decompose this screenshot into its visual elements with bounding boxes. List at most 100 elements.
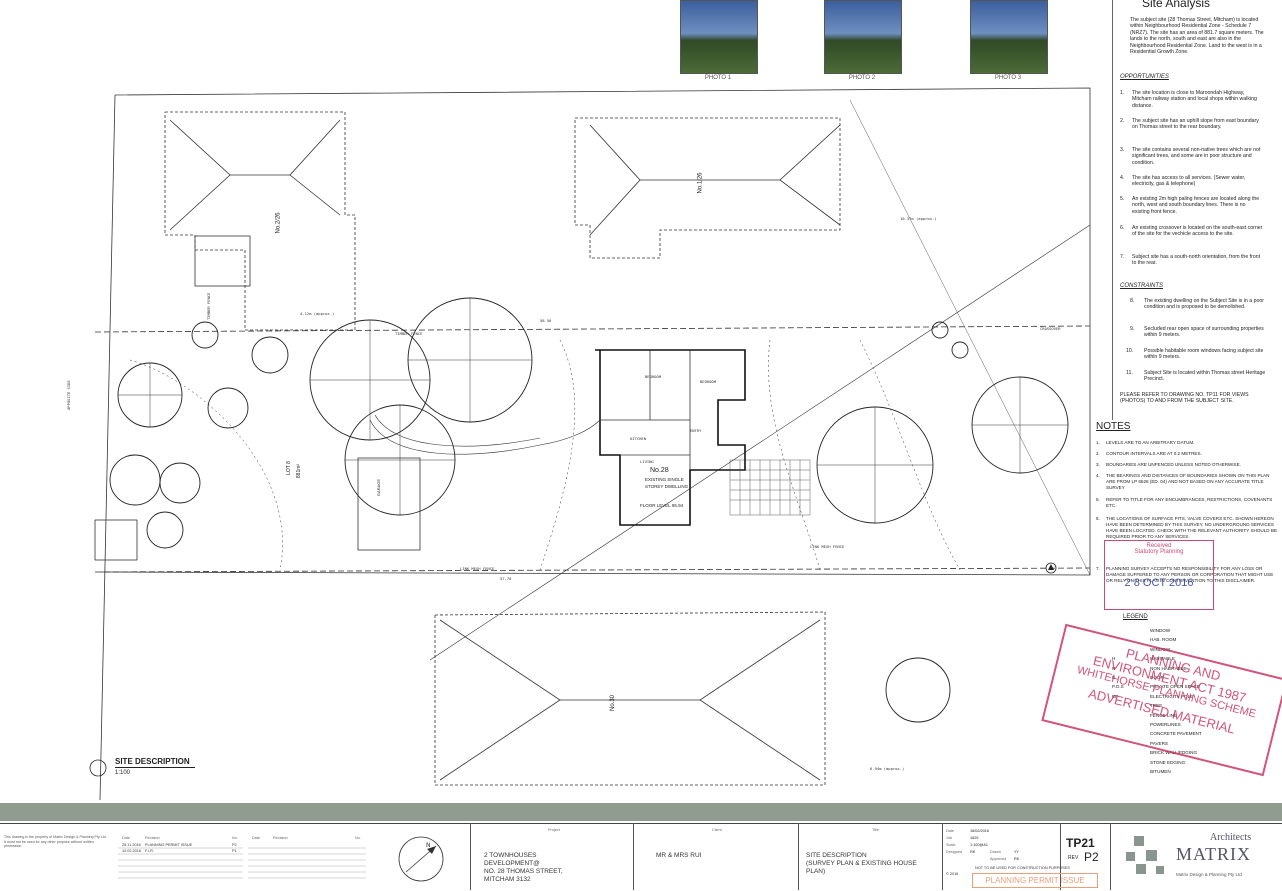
svg-text:58.56: 58.56 xyxy=(540,318,552,323)
note-num-6: 6. xyxy=(1096,516,1100,521)
svg-text:LIVING: LIVING xyxy=(640,459,654,464)
project-line-2: DEVELOPMENT@ xyxy=(484,860,540,867)
south-neighbour-label: No.30 xyxy=(610,694,617,712)
title-label: Title xyxy=(872,828,880,832)
rev-header-no-2: No. xyxy=(355,836,361,840)
meta-label: Date xyxy=(946,829,955,833)
legend-item: Non habitable xyxy=(1150,665,1187,671)
rev-header-no: No. xyxy=(232,836,238,840)
photo-caption-1: PHOTO 1 xyxy=(704,75,732,81)
title-block-divider-1 xyxy=(470,823,471,890)
opp-num-4: 4. xyxy=(1120,175,1125,181)
project-line-4: MITCHAM 3132 xyxy=(484,876,531,883)
note-item-5: Refer to title for any encumbrances, res… xyxy=(1106,497,1273,508)
scan-band xyxy=(0,803,1282,821)
svg-text:KITCHEN: KITCHEN xyxy=(630,436,647,441)
legend-item: Brick wall/edging xyxy=(1150,750,1198,756)
svg-text:TIMBER FENCE: TIMBER FENCE xyxy=(395,331,423,336)
note-num-7: 7. xyxy=(1096,566,1100,571)
con-item-9: Secluded rear open space of surrounding … xyxy=(1144,326,1264,339)
svg-text:LINK MESH FENCE: LINK MESH FENCE xyxy=(460,566,495,571)
title-block xyxy=(0,823,1282,891)
note-num-3: 3. xyxy=(1096,462,1100,467)
legend-item: Habitable xyxy=(1150,656,1175,662)
opp-item-1: The site location is close to Maroondah … xyxy=(1132,90,1257,109)
note-item-3: Boundaries are unfenced unless noted oth… xyxy=(1106,462,1241,467)
site-description-underline xyxy=(115,767,195,768)
legend-symbol: H xyxy=(1112,656,1116,662)
client-name: MR & MRS RUI xyxy=(656,852,702,859)
copyright: © 2016 xyxy=(946,872,959,876)
title-line-1: SITE DESCRIPTION xyxy=(806,852,867,859)
opp-num-6: 6. xyxy=(1120,225,1125,231)
lot-area: 881m² xyxy=(296,463,303,479)
rev-header-revision-2: Revision xyxy=(273,836,288,840)
svg-text:10.37m (approx.): 10.37m (approx.) xyxy=(900,216,937,221)
site-description-title: SITE DESCRIPTION xyxy=(115,757,190,766)
con-item-11: Subject Site is located within Thomas st… xyxy=(1144,370,1266,383)
garage-label: GARAGE xyxy=(376,478,382,497)
note-item-2: Contour intervals are at 0.2 metres. xyxy=(1106,451,1202,456)
note-item-4: The bearings and distances of boundaries… xyxy=(1106,473,1270,490)
rev-1-no: P2 xyxy=(232,843,237,847)
opp-item-4: The site has access to all services. (Se… xyxy=(1132,175,1246,188)
note-num-5: 5. xyxy=(1096,497,1100,502)
house-detail-1: EXISTING SINGLE xyxy=(645,477,684,482)
legend-item: Stone edging xyxy=(1150,759,1186,765)
meta-value: 1625 xyxy=(970,836,979,840)
drawing-number: TP21 xyxy=(1066,836,1095,850)
legend-item: Private open space xyxy=(1150,684,1200,690)
meta-label: Approved xyxy=(990,857,1007,861)
client-label: Client xyxy=(712,828,722,832)
note-num-4: 4. xyxy=(1096,473,1100,478)
con-item-8: The existing dwelling on the Subject Sit… xyxy=(1144,298,1264,311)
svg-text:TIMBER FENCE: TIMBER FENCE xyxy=(206,292,211,320)
opp-item-7: Subject site has a south-north orientati… xyxy=(1132,254,1261,267)
rev-1-text: PLANNING PERMIT ISSUE xyxy=(145,843,193,847)
title-line-3: PLAN) xyxy=(806,868,826,875)
received-stamp: Received Statutory Planning 2 8 OCT 2016 xyxy=(1104,540,1214,610)
meta-value: RK xyxy=(970,850,976,854)
constraints-heading: CONSTRAINTS xyxy=(1120,283,1164,289)
title-block-divider-2 xyxy=(633,823,634,890)
note-item-1: Levels are to an arbitrary datum. xyxy=(1106,440,1195,445)
rev-1-date: 25.11.2016 xyxy=(122,843,141,847)
con-num-10: 10. xyxy=(1126,348,1134,354)
opp-item-2: The subject site has an uphill slope fro… xyxy=(1132,118,1259,131)
con-num-8: 8. xyxy=(1130,298,1135,304)
legend-item: Electricity pole xyxy=(1150,693,1194,699)
notes-title: NOTES xyxy=(1096,421,1131,432)
title-block-divider-3 xyxy=(798,823,799,890)
photo-caption-3: PHOTO 3 xyxy=(994,75,1022,81)
north-arrow-icon: N xyxy=(398,836,444,882)
legend-symbol: N xyxy=(1112,665,1116,671)
site-analysis-intro: The subject site (28 Thomas Street, Mitc… xyxy=(1130,17,1264,56)
svg-text:CROSSOVER: CROSSOVER xyxy=(1040,326,1061,331)
legend-symbol: EP xyxy=(1112,693,1119,699)
survey-plan: TIMBER FENCE 4.12m (approx.) 10.37m (app… xyxy=(66,87,1091,800)
firm-name: MATRIX xyxy=(1176,844,1252,864)
legend-title: LEGEND xyxy=(1123,614,1148,620)
svg-text:LINK MESH FENCE: LINK MESH FENCE xyxy=(810,544,845,549)
rev-header-date: Date xyxy=(122,836,131,840)
title-block-divider-6 xyxy=(1110,823,1111,890)
svg-text:BEDROOM: BEDROOM xyxy=(645,374,662,379)
meta-label: Designed xyxy=(946,850,963,854)
rev-label: REV xyxy=(1068,855,1079,861)
opp-item-5: An existing 2m high paling fences are lo… xyxy=(1132,196,1260,215)
note-item-7: Planning Survey accepts no responsibilit… xyxy=(1106,566,1274,583)
svg-text:N: N xyxy=(426,842,431,849)
opportunities-heading: OPPORTUNITIES xyxy=(1120,74,1169,80)
project-line-1: 2 TOWNHOUSES xyxy=(484,852,537,859)
refer-note: PLEASE REFER TO DRAWING NO. TP11 FOR VIE… xyxy=(1120,392,1249,405)
con-num-9: 9. xyxy=(1130,326,1135,332)
rev-header-date-2: Date xyxy=(252,836,261,840)
meta-value: YY xyxy=(1014,850,1020,854)
legend-item: Window xyxy=(1150,628,1171,633)
legend-item: Hab. room xyxy=(1150,637,1177,643)
disclaimer-text: This drawing is the property of Matrix D… xyxy=(4,835,107,849)
svg-text:4.12m (approx.): 4.12m (approx.) xyxy=(300,311,334,316)
permit-issue-badge: PLANNING PERMIT ISSUE xyxy=(972,873,1098,888)
svg-text:ENTRY: ENTRY xyxy=(690,428,702,433)
legend-item: Pavers xyxy=(1150,740,1168,746)
